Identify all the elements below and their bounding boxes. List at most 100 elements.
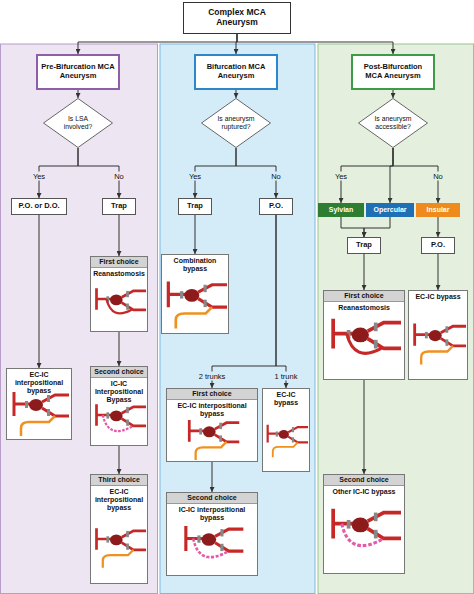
- location-tag: Sylvian: [318, 203, 364, 217]
- node-label: IC-IC interpositional bypass: [167, 504, 257, 522]
- node-label: Reanastomosis: [324, 302, 404, 312]
- treatment-box: Trap: [178, 198, 212, 215]
- treatment-box: P.O.: [259, 198, 293, 215]
- vessel-illustration: [186, 526, 244, 557]
- treatment-box: Trap: [102, 198, 136, 215]
- bypass-card: First choiceReanastomosis: [323, 290, 405, 380]
- vessel-illustration: [189, 420, 239, 460]
- category-box: Pre-Bifurcation MCA Aneurysm: [36, 54, 120, 90]
- vessel-illustration: [333, 319, 401, 354]
- diamond-shape: [202, 99, 271, 148]
- flow-connector: [341, 217, 364, 237]
- vessel-illustrations: [14, 282, 466, 568]
- decision-diamond: Is aneurysm accessible?: [358, 98, 428, 148]
- branch-label: Yes: [333, 172, 349, 181]
- bypass-card: Third choiceEC-IC interpositional bypass: [90, 474, 148, 584]
- flow-connector: [438, 254, 439, 290]
- choice-header: First choice: [167, 389, 257, 400]
- vessel-illustration: [333, 509, 401, 546]
- green-panel: [318, 44, 474, 594]
- flow-connector: [212, 215, 276, 388]
- flow-connector: [236, 34, 237, 54]
- node-label: Pre-Bifurcation MCA Aneurysm: [41, 63, 115, 80]
- decision-diamond: Is aneurysm ruptured?: [201, 98, 271, 148]
- flow-connector: [119, 446, 120, 474]
- choice-header: First choice: [324, 291, 404, 302]
- node-label: Insular: [427, 206, 450, 214]
- branch-label: Yes: [187, 172, 203, 181]
- bypass-card: EC-IC bypass: [408, 290, 468, 380]
- branch-label: 1 trunk: [273, 372, 300, 381]
- node-label: EC-IC interpositional bypass: [167, 400, 257, 418]
- flow-connector: [438, 217, 439, 237]
- flow-connector: [39, 215, 40, 368]
- node-label: Is aneurysm accessible?: [370, 115, 416, 131]
- node-label: EC-IC interpositional bypass: [91, 486, 147, 512]
- flow-connector: [119, 332, 120, 366]
- flow-connector: [364, 254, 365, 290]
- node-label: Trap: [356, 241, 372, 250]
- node-label: P.O.: [431, 241, 445, 250]
- flow-connector: [78, 34, 237, 54]
- node-label: P.O.: [269, 202, 283, 211]
- bypass-card: First choiceEC-IC interpositional bypass: [166, 388, 258, 462]
- diamond-shape: [359, 99, 428, 148]
- node-label: Trap: [111, 202, 127, 211]
- flow-connector: [236, 90, 237, 98]
- flow-connector: [276, 215, 286, 388]
- flow-connector: [364, 380, 365, 474]
- node-label: EC-IC bypass: [409, 291, 467, 301]
- node-label: Combination bypass: [162, 255, 228, 273]
- vessel-illustration: [97, 528, 147, 568]
- node-label: EC-IC bypass: [263, 389, 309, 407]
- vessel-illustration: [168, 282, 227, 329]
- node-label: Trap: [187, 202, 203, 211]
- vessel-illustration: [268, 425, 308, 457]
- choice-header: Third choice: [91, 475, 147, 486]
- choice-header: Second choice: [167, 493, 257, 504]
- node-label: Other IC-IC bypass: [324, 486, 404, 496]
- node-label: Reanastomosis: [91, 268, 147, 278]
- node-label: IC-IC Interpositional Bypass: [91, 378, 147, 404]
- bypass-card: EC-IC bypass: [262, 388, 310, 472]
- choice-header: Second choice: [324, 475, 404, 486]
- vessel-illustration: [14, 392, 69, 436]
- category-box: Post-Bifurcation MCA Aneurysm: [351, 54, 435, 90]
- treatment-box: P.O. or D.O.: [11, 198, 67, 215]
- flow-connector: [212, 462, 213, 492]
- flow-connector: [119, 215, 120, 256]
- blue-panel: [160, 44, 315, 594]
- choice-header: Second choice: [91, 367, 147, 378]
- node-label: P.O. or D.O.: [18, 202, 59, 211]
- node-label: EC-IC interpositional bypass: [7, 369, 71, 395]
- flow-connector: [195, 215, 196, 254]
- purple-panel: [1, 44, 158, 594]
- flow-connector: [364, 217, 390, 237]
- node-label: Is LSA involved?: [55, 115, 101, 131]
- branch-label: 2 trunks: [197, 372, 228, 381]
- node-label: Post-Bifurcation MCA Aneurysm: [356, 63, 430, 80]
- location-tag: Opercular: [366, 203, 414, 217]
- node-label: Bifurcation MCA Aneurysm: [199, 63, 273, 80]
- flow-connector: [78, 90, 79, 98]
- bypass-card: First choiceReanastomosis: [90, 256, 148, 332]
- vessel-illustration: [97, 404, 147, 431]
- bypass-card: Second choiceOther IC-IC bypass: [323, 474, 405, 574]
- treatment-box: P.O.: [421, 237, 455, 254]
- category-box: Bifurcation MCA Aneurysm: [194, 54, 278, 90]
- treatment-box: Trap: [347, 237, 381, 254]
- bypass-card: EC-IC interpositional bypass: [6, 368, 72, 440]
- branch-label: No: [112, 172, 126, 181]
- flow-connector: [390, 148, 393, 203]
- node-label: Opercular: [373, 206, 406, 214]
- connector-layer: [39, 34, 438, 492]
- branch-label: Yes: [31, 172, 47, 181]
- bypass-card: Second choiceIC-IC interpositional bypas…: [166, 492, 258, 576]
- flow-connector: [393, 90, 394, 98]
- choice-header: First choice: [91, 257, 147, 268]
- branch-label: No: [431, 172, 445, 181]
- node-label: Complex MCA Aneurysm: [198, 8, 276, 28]
